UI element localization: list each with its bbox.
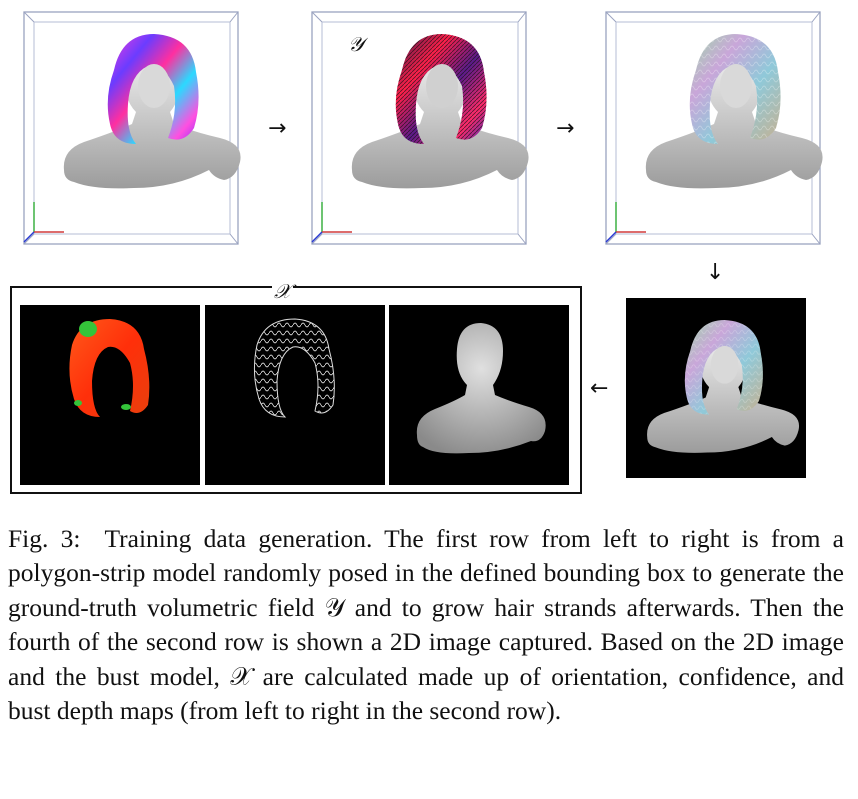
hair-volumetric-field-panel bbox=[311, 11, 529, 245]
hair-strands-grown-panel bbox=[605, 11, 823, 245]
arrow-down: ↓ bbox=[706, 260, 725, 285]
hair-orientation-volume-panel bbox=[23, 11, 241, 245]
caption-text: Training data generation. The first row … bbox=[8, 524, 844, 726]
label-y-field: 𝒴 bbox=[348, 34, 364, 56]
caption-prefix: Fig. 3: bbox=[8, 524, 81, 553]
arrow-right-2: → bbox=[556, 116, 575, 141]
confidence-map-panel bbox=[205, 305, 385, 485]
figure-caption: Fig. 3: Training data generation. The fi… bbox=[8, 522, 844, 728]
arrow-right-1: → bbox=[268, 116, 287, 141]
label-x-maps: 𝒳 bbox=[272, 281, 294, 304]
orientation-map-panel bbox=[20, 305, 200, 485]
arrow-left: ← bbox=[590, 376, 609, 401]
bust-depth-map-panel bbox=[389, 305, 569, 485]
captured-2d-image-panel bbox=[626, 298, 806, 478]
input-maps-frame bbox=[10, 286, 582, 494]
